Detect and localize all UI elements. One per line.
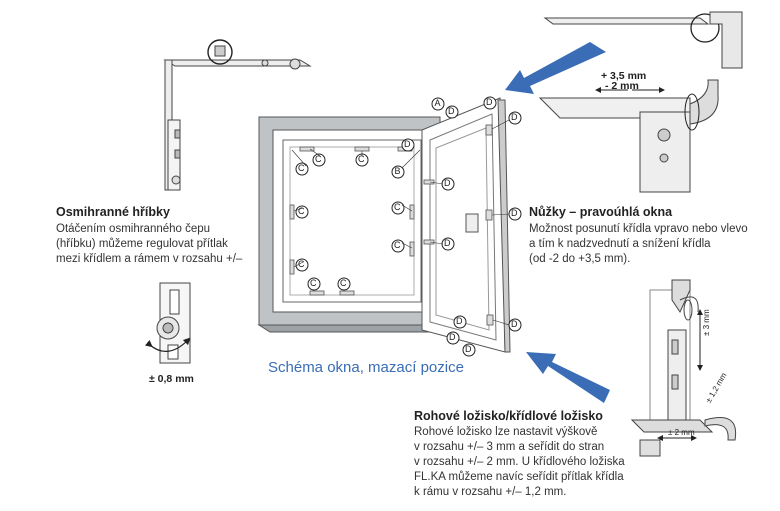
- marker-d-9: [453, 315, 467, 329]
- mushroom-title: Osmihranné hříbky: [56, 205, 170, 219]
- marker-d-10: [446, 331, 460, 345]
- marker-c-4: [391, 201, 405, 215]
- marker-leaders: [291, 119, 510, 326]
- hinge-line-4: FL.KA můžeme navíc seřídit přítlak křídl…: [414, 471, 624, 483]
- mushroom-adjust-illustration: [144, 282, 191, 364]
- marker-c-label: C: [298, 163, 305, 173]
- marker-c-label: C: [298, 259, 305, 269]
- lube-markers: [295, 96, 522, 357]
- marker-d-11: [462, 343, 476, 357]
- marker-c-label: C: [298, 206, 305, 216]
- hinge-line-2: v rozsahu +/– 3 mm a seřídit do stran: [414, 441, 605, 453]
- marker-d-label: D: [456, 316, 463, 326]
- marker-c-5: [295, 205, 309, 219]
- hinge-illustration: [630, 279, 737, 457]
- hinge-line-1: Rohové ložisko lze nastavit výškově: [414, 426, 598, 438]
- marker-b-label: B: [394, 166, 401, 176]
- scissors-measure-plus: + 3,5 mm: [601, 70, 647, 82]
- pointer-arrows: [505, 42, 610, 403]
- scissors-illustration: [538, 11, 743, 193]
- marker-a-label: A: [434, 98, 441, 108]
- marker-d-label: D: [511, 208, 518, 218]
- marker-d-label: D: [444, 238, 451, 248]
- marker-c-label: C: [315, 154, 322, 164]
- marker-d-label: D: [486, 97, 493, 107]
- marker-c-label: C: [394, 240, 401, 250]
- marker-c-6: [391, 239, 405, 253]
- marker-d-label: D: [511, 112, 518, 122]
- marker-d-label: D: [448, 106, 455, 116]
- marker-d-label: D: [465, 344, 472, 354]
- marker-c-label: C: [340, 278, 347, 288]
- scissors-line-3: (od -2 do +3,5 mm).: [529, 253, 631, 265]
- marker-c-8: [307, 277, 321, 291]
- marker-b: [391, 165, 405, 179]
- marker-d-3: [508, 111, 522, 125]
- marker-c-label: C: [394, 202, 401, 212]
- marker-d-4: [401, 138, 415, 152]
- scissors-measure-minus: - 2 mm: [605, 80, 639, 92]
- marker-c-3: [295, 162, 309, 176]
- corner-drive-illustration: [163, 39, 312, 191]
- scissors-line-1: Možnost posunutí křídla vpravo nebo vlev…: [529, 223, 748, 235]
- hinge-line-3: v rozsahu +/– 2 mm. U křídlového ložiska: [414, 456, 625, 468]
- marker-c-1: [312, 153, 326, 167]
- marker-c-7: [295, 258, 309, 272]
- mushroom-line-1: Otáčením osmihranného čepu: [56, 223, 211, 235]
- scissors-title: Nůžky – pravoúhlá okna: [529, 205, 673, 219]
- hinge-measure-side: ± 2 mm: [668, 428, 695, 437]
- marker-d-2: [483, 96, 497, 110]
- marker-d-label: D: [444, 178, 451, 188]
- mushroom-line-3: mezi křídlem a rámem v rozsahu +/–: [56, 253, 243, 265]
- diagram-caption: Schéma okna, mazací pozice: [268, 359, 464, 376]
- marker-d-label: D: [511, 319, 518, 329]
- hinge-title: Rohové ložisko/křídlové ložisko: [414, 409, 603, 423]
- marker-c-label: C: [310, 278, 317, 288]
- marker-c-9: [337, 277, 351, 291]
- window-sash: [421, 97, 511, 353]
- marker-a: [431, 97, 445, 111]
- hinge-measure-vertical: ± 3 mm: [702, 309, 711, 336]
- mushroom-line-2: (hříbku) můžeme regulovat přítlak: [56, 238, 228, 250]
- mushroom-measure: ± 0,8 mm: [149, 373, 194, 385]
- scissors-line-2: a tím k nadzvednutí a snížení křídla: [529, 238, 711, 250]
- marker-c-label: C: [358, 154, 365, 164]
- marker-d-1: [445, 105, 459, 119]
- marker-d-label: D: [404, 139, 411, 149]
- marker-d-label: D: [449, 332, 456, 342]
- hinge-line-5: k rámu v rozsahu +/– 1,2 mm.: [414, 486, 567, 498]
